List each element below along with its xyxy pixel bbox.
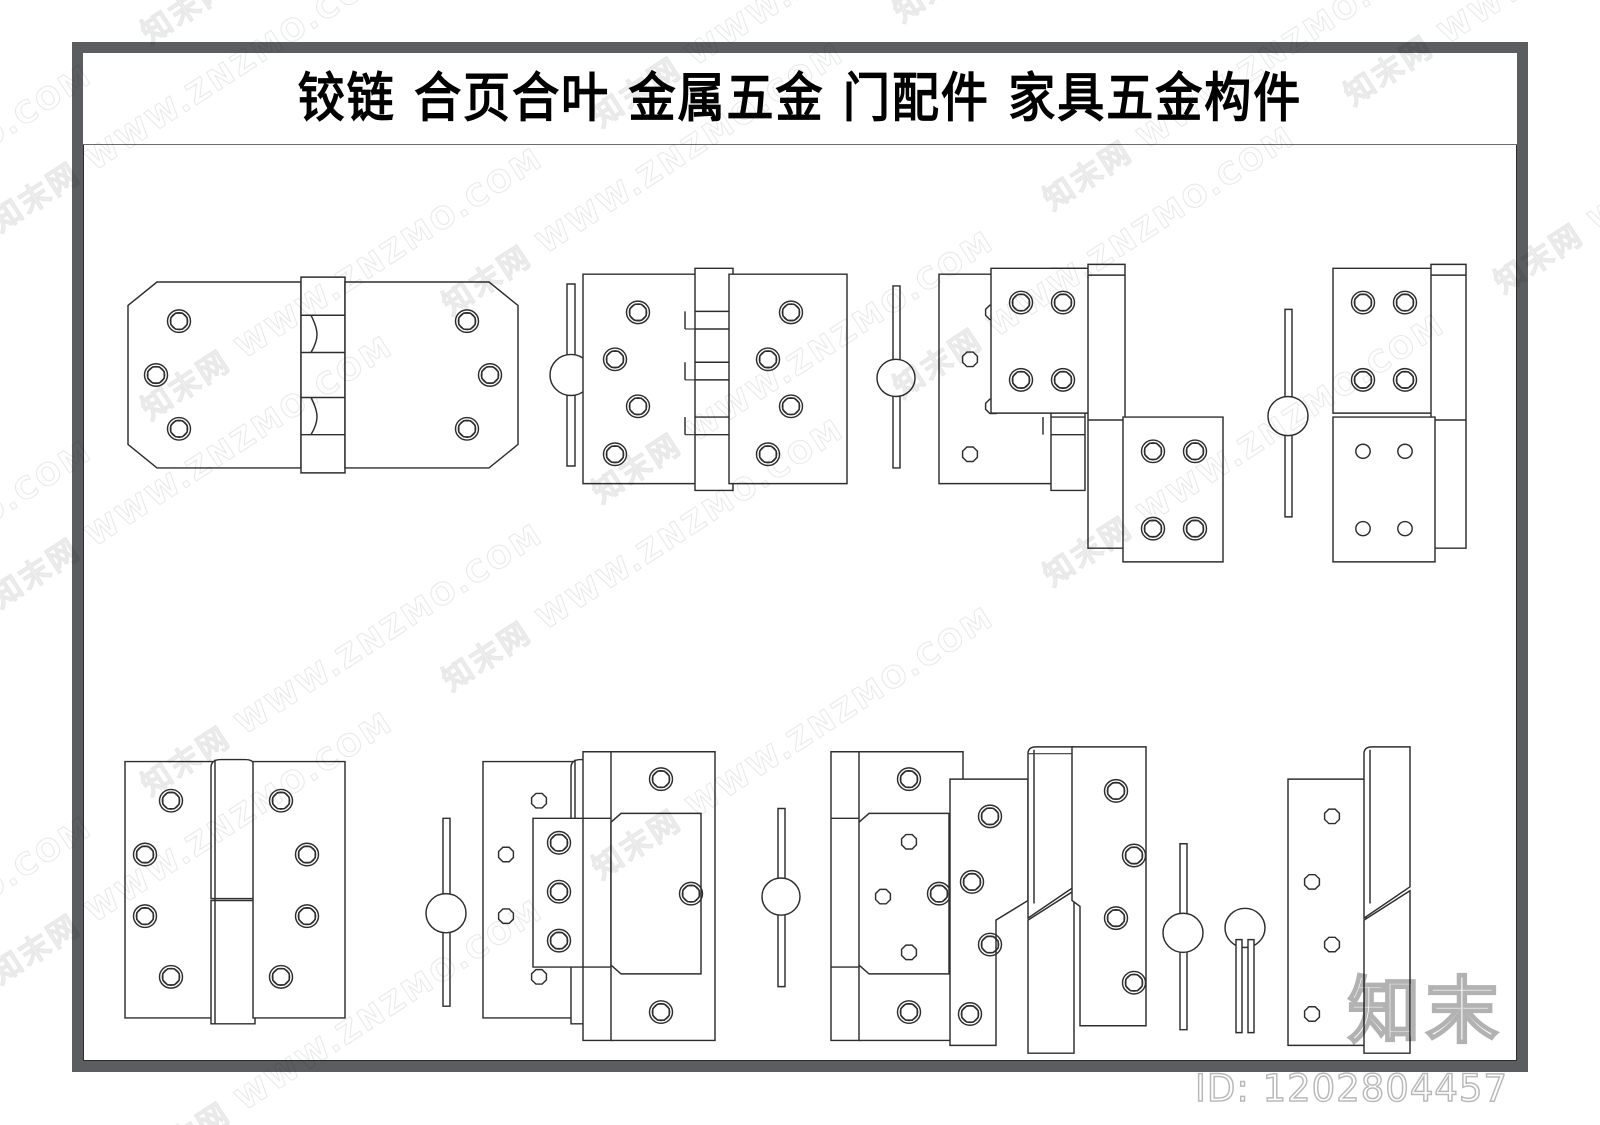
hinge-leaf-upper <box>991 268 1091 413</box>
hinge-side-view <box>550 284 592 466</box>
hinge-side-view-double-pin <box>1225 908 1265 1032</box>
hinge-group-liftoff-tall <box>125 760 615 1024</box>
hinge-group-non-mortise <box>533 752 963 1041</box>
hinge-leaf-right <box>345 282 518 468</box>
hinge-leaf-left <box>128 282 301 468</box>
hinge-stepped-barrel <box>1028 747 1074 1053</box>
hinge-leaf-left <box>950 779 1028 1045</box>
hinge-drawings-svg <box>83 145 1517 1061</box>
page-title: 铰链 合页合叶 金属五金 门配件 家具五金构件 <box>297 67 1303 130</box>
hinge-side-view <box>877 286 915 468</box>
title-band: 铰链 合页合叶 金属五金 门配件 家具五金构件 <box>83 53 1517 145</box>
hinge-group-stepped-pivot <box>950 747 1410 1053</box>
drawing-body <box>83 145 1517 1061</box>
hinge-side-view <box>426 818 466 1006</box>
hinge-knuckle-stack <box>685 268 733 490</box>
hinge-side-view <box>1268 309 1308 516</box>
hinge-leaf-narrow <box>533 818 586 967</box>
hinge-leaf-wide <box>611 752 715 1041</box>
hinge-leaf-right <box>1072 747 1146 1026</box>
hinge-front-plain <box>1333 264 1466 562</box>
hinge-side-view-single-pin <box>1163 844 1203 1030</box>
hinge-knuckle-band <box>583 752 613 1041</box>
drawing-border-frame: 铰链 合页合叶 金属五金 门配件 家具五金构件 <box>72 42 1528 1072</box>
hinge-barrel-column <box>1088 264 1125 548</box>
hinge-group-flag-liftoff <box>991 264 1466 562</box>
hinge-leaf-right <box>729 274 847 483</box>
hinge-leaf-left <box>583 274 701 483</box>
asset-id-label: ID: 1202804457 <box>1194 1067 1508 1110</box>
hinge-barrel-split <box>211 760 255 1024</box>
hinge-knuckle-stack <box>301 277 345 473</box>
hinge-front-plain <box>1288 747 1410 1053</box>
hinge-front-plain <box>831 752 963 1041</box>
hinge-side-view <box>762 809 800 987</box>
hinge-leaf-lower <box>1123 417 1223 562</box>
hinge-leaf-left <box>125 762 215 1018</box>
hinge-leaf-right <box>253 762 345 1018</box>
